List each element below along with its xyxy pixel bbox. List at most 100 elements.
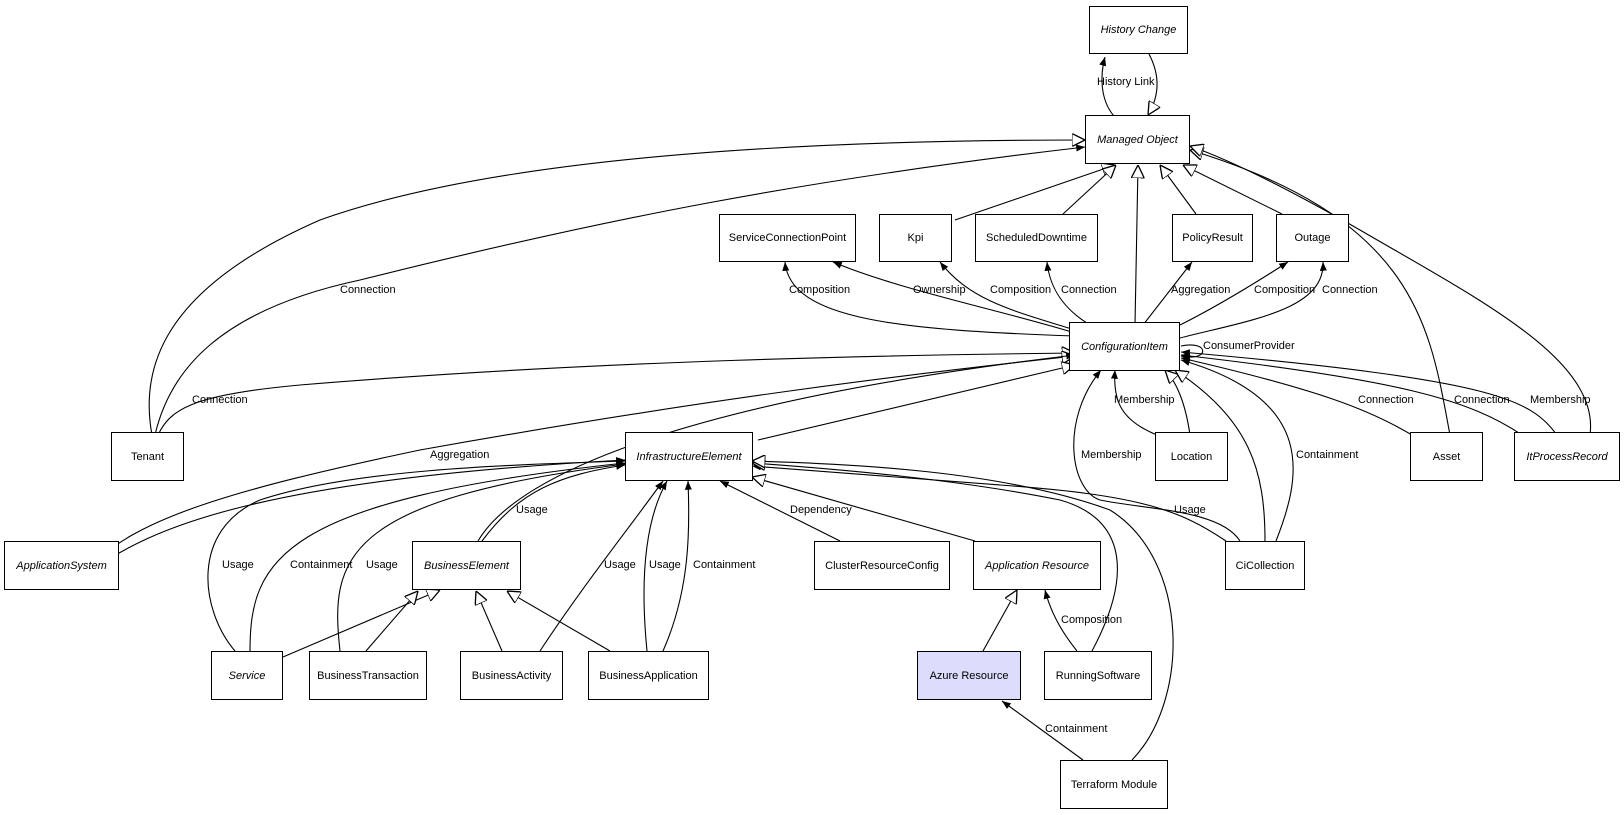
edge-label: Connection xyxy=(340,284,396,296)
edge-ci-scp-composition xyxy=(782,261,1076,337)
edge-label: Aggregation xyxy=(430,449,490,461)
node-business-element[interactable]: BusinessElement xyxy=(412,541,521,590)
node-service[interactable]: Service xyxy=(211,651,283,700)
edge-ar-ie xyxy=(752,477,976,542)
edge-tm-ie xyxy=(752,461,1174,761)
edge-tm-azure-containment xyxy=(1001,700,1084,761)
node-label: Azure Resource xyxy=(929,669,1009,682)
node-it-process-record[interactable]: ItProcessRecord xyxy=(1514,432,1620,481)
edge-label: History Link xyxy=(1097,76,1155,88)
edge-asset-ci-connection xyxy=(1180,356,1413,436)
edge-azure-ar xyxy=(982,590,1017,652)
node-label: ItProcessRecord xyxy=(1526,450,1608,463)
edge-cicoll-ci-membership xyxy=(1073,369,1241,542)
node-kpi[interactable]: Kpi xyxy=(879,214,952,262)
node-infrastructure-element[interactable]: InfrastructureElement xyxy=(625,432,753,481)
node-location[interactable]: Location xyxy=(1155,432,1228,481)
node-service-connection-point[interactable]: ServiceConnectionPoint xyxy=(719,214,856,262)
node-label: Outage xyxy=(1294,232,1331,244)
node-business-application[interactable]: BusinessApplication xyxy=(588,651,709,700)
node-history-change[interactable]: History Change xyxy=(1089,6,1188,54)
edge-ci-kpi-composition xyxy=(939,261,1076,331)
edge-service-ie-usage xyxy=(207,457,626,652)
edge-bapp-be xyxy=(507,591,611,652)
node-label: ServiceConnectionPoint xyxy=(728,232,847,244)
edge-ci-outage-connection xyxy=(1179,261,1327,339)
node-label: Location xyxy=(1170,450,1213,463)
node-business-activity[interactable]: BusinessActivity xyxy=(460,651,563,700)
edge-location-ci xyxy=(1165,370,1191,436)
node-label: History Change xyxy=(1100,24,1177,36)
node-label: Kpi xyxy=(907,232,924,244)
node-label: BusinessApplication xyxy=(599,669,698,682)
edge-label: Usage xyxy=(604,559,636,571)
node-business-transaction[interactable]: BusinessTransaction xyxy=(309,651,427,700)
edge-appsys-ie-aggregation xyxy=(91,456,626,571)
edge-cicoll-ci-containment xyxy=(1180,359,1294,542)
edge-label: Membership xyxy=(1081,449,1142,461)
node-outage[interactable]: Outage xyxy=(1276,214,1349,262)
edge-label: Connection xyxy=(1061,284,1117,296)
node-configuration-item[interactable]: ConfigurationItem xyxy=(1069,322,1180,371)
edge-label: Composition xyxy=(1061,614,1123,626)
node-policy-result[interactable]: PolicyResult xyxy=(1172,214,1253,262)
edge-bapp-ie-containment xyxy=(662,480,692,652)
edge-bapp-ie-usage xyxy=(643,480,668,652)
edge-label: Usage xyxy=(649,559,681,571)
node-managed-object[interactable]: Managed Object xyxy=(1085,115,1190,164)
edge-label: Usage xyxy=(222,559,254,571)
edge-label: Usage xyxy=(1174,504,1206,516)
edge-tenant-mo-inherit xyxy=(148,140,1085,436)
edge-ci-mo xyxy=(1135,165,1138,326)
edge-bt-be xyxy=(365,591,418,652)
node-scheduled-downtime[interactable]: ScheduledDowntime xyxy=(975,214,1098,262)
node-label: ScheduledDowntime xyxy=(986,232,1087,244)
node-terraform-module[interactable]: Terraform Module xyxy=(1060,760,1168,809)
edge-bt-ie-usage xyxy=(337,461,626,652)
node-azure-resource[interactable]: Azure Resource xyxy=(917,651,1021,700)
node-cluster-resource-config[interactable]: ClusterResourceConfig xyxy=(814,541,950,590)
node-label: Tenant xyxy=(130,450,165,463)
node-label: PolicyResult xyxy=(1182,232,1243,244)
edge-tenant-ci-connection xyxy=(157,353,1075,436)
edge-ci-outage-composition xyxy=(1179,261,1289,326)
edge-label: Composition xyxy=(789,284,851,296)
node-label: Terraform Module xyxy=(1070,778,1158,791)
node-label: ConfigurationItem xyxy=(1081,340,1168,353)
node-application-resource[interactable]: Application Resource xyxy=(973,541,1101,590)
edge-ba-ie-usage xyxy=(539,480,664,652)
edge-ci-sd-connection xyxy=(1044,261,1091,326)
node-application-system[interactable]: ApplicationSystem xyxy=(4,541,119,590)
edge-pr-mo xyxy=(1160,165,1197,215)
edge-sd-mo xyxy=(1062,165,1116,215)
node-ci-collection[interactable]: CiCollection xyxy=(1225,541,1305,590)
edge-rs-ie xyxy=(752,463,1118,652)
edge-itpr-ci-membership xyxy=(1180,349,1558,436)
edge-itpr-mo xyxy=(1190,146,1592,436)
node-asset[interactable]: Asset xyxy=(1410,432,1483,481)
edge-label: Usage xyxy=(516,504,548,516)
edge-be-ie-usage xyxy=(481,462,626,542)
edge-be-ci xyxy=(477,352,1076,542)
edge-location-ci-membership xyxy=(1110,369,1158,436)
node-label: ApplicationSystem xyxy=(16,559,107,572)
edge-history-inherit xyxy=(1148,53,1157,115)
edge-label: Containment xyxy=(1296,449,1359,461)
edge-label: Ownership xyxy=(913,284,966,296)
edge-ba-be xyxy=(476,591,503,652)
edge-label: Usage xyxy=(366,559,398,571)
node-label: BusinessTransaction xyxy=(317,669,419,682)
edge-label: Connection xyxy=(1322,284,1378,296)
node-running-software[interactable]: RunningSoftware xyxy=(1044,651,1152,700)
edge-history-link xyxy=(1099,56,1115,117)
edge-tenant-mo-connection xyxy=(154,144,1086,436)
edge-crc-ie-dependency xyxy=(719,480,841,542)
edge-itpr-ci-connection xyxy=(1180,352,1523,436)
node-tenant[interactable]: Tenant xyxy=(111,432,184,481)
node-label: Application Resource xyxy=(985,559,1089,572)
edge-asset-mo xyxy=(1190,150,1451,436)
edge-ie-ci xyxy=(757,365,1075,441)
edge-label: ConsumerProvider xyxy=(1203,340,1295,352)
edge-appsys-ci xyxy=(87,356,1075,571)
